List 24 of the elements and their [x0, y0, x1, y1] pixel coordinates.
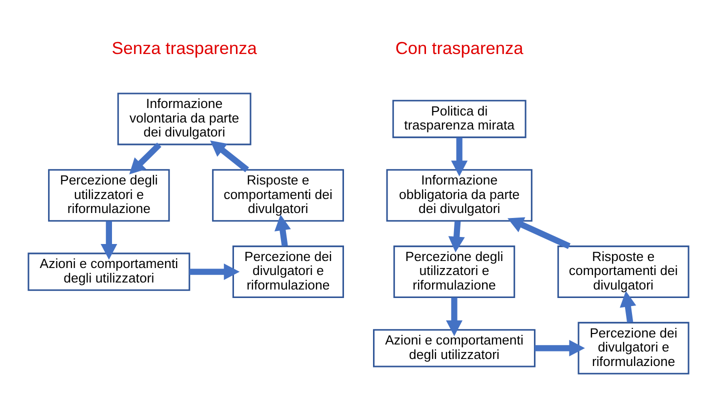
- arrow: [448, 220, 465, 252]
- node-box: Risposte e comportamenti dei divulgatori: [212, 169, 344, 222]
- arrow: [189, 264, 240, 280]
- node-box: Percezione degli utilizzatori e riformulazione: [393, 246, 516, 298]
- arrow: [451, 138, 468, 176]
- node-box: Percezione dei divulgatori e riformulazione: [232, 246, 344, 298]
- node-box: Percezione dei divulgatori e riformulazione: [578, 322, 690, 374]
- arrow: [534, 340, 585, 356]
- arrow: [446, 298, 463, 336]
- node-box: Percezione degli utilizzatori e riformulazione: [48, 169, 170, 222]
- arrow: [129, 142, 162, 174]
- arrow: [210, 140, 250, 172]
- node-box: Informazione obbligatoria da parte dei divulgatori: [386, 169, 532, 222]
- arrow: [100, 221, 118, 260]
- node-box: Politica di trasparenza mirata: [392, 100, 526, 138]
- arrow: [274, 214, 291, 246]
- node-box: Azioni e comportamenti degli utilizzatori: [373, 329, 536, 368]
- node-box: Azioni e comportamenti degli utilizzatori: [28, 252, 190, 291]
- label: Con trasparenza: [395, 38, 524, 58]
- node-box: Risposte e comportamenti dei divulgatori: [557, 246, 690, 298]
- label: Senza trasparenza: [112, 38, 257, 58]
- node-box: Informazione volontaria da parte dei divulgatori: [117, 92, 252, 146]
- arrow: [620, 291, 636, 323]
- arrow: [508, 217, 570, 249]
